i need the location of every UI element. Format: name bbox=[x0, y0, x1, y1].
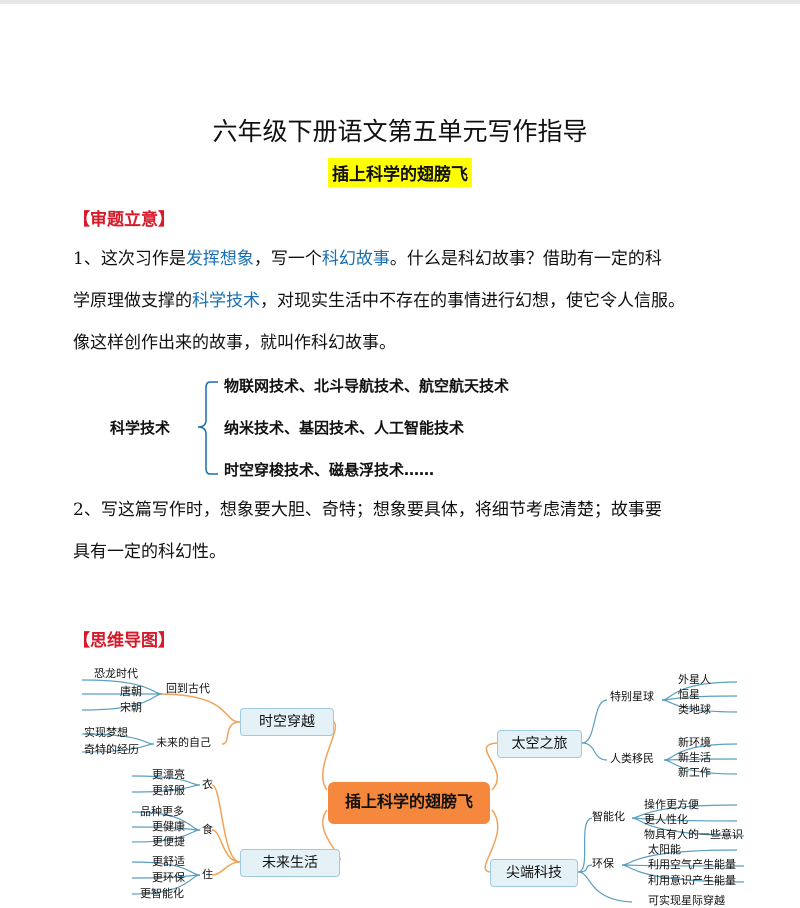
paragraph-1-line-3: 像这样创作出来的故事，就叫作科幻故事。 bbox=[73, 333, 396, 353]
leaf-aliens: 外星人 bbox=[678, 673, 711, 686]
page-title: 六年级下册语文第五单元写作指导 bbox=[212, 117, 588, 146]
paragraph-1-line-2: 学原理做支撑的科学技术，对现实生活中不存在的事情进行幻想，使它令人信服。 bbox=[73, 280, 743, 322]
leaf-mind-energy: 利用意识产生能量 bbox=[648, 874, 736, 887]
sub-intelligent: 智能化 bbox=[592, 810, 625, 823]
tech-label: 科学技术 bbox=[110, 419, 171, 437]
highlight-kehuangushi: 科幻故事 bbox=[321, 249, 390, 269]
branch-advanced-tech: 尖端科技 bbox=[490, 859, 578, 887]
branch-time-travel: 时空穿越 bbox=[240, 708, 334, 736]
sub-eco: 环保 bbox=[592, 857, 614, 870]
text-run: 。什么是科幻故事？借助有一定的科 bbox=[389, 249, 662, 269]
tech-item-1: 物联网技术、北斗导航技术、航空航天技术 bbox=[224, 377, 510, 395]
leaf-greener: 更环保 bbox=[152, 871, 185, 884]
branch-space-trip: 太空之旅 bbox=[497, 730, 582, 758]
page-subtitle: 插上科学的翅膀飞 bbox=[328, 158, 472, 187]
leaf-easier-operation: 操作更方便 bbox=[644, 798, 699, 811]
leaf-more-humane: 更人性化 bbox=[644, 813, 688, 826]
leaf-healthier: 更健康 bbox=[152, 820, 185, 833]
mind-map: 插上科学的翅膀飞 时空穿越 未来生活 太空之旅 尖端科技 回到古代 未来的自己 … bbox=[72, 660, 744, 908]
section-heading-mindmap: 【思维导图】 bbox=[73, 631, 175, 651]
text-run: 1、这次习作是 bbox=[73, 249, 186, 269]
leaf-strange-experience: 奇特的经历 bbox=[84, 743, 139, 756]
sub-food: 食 bbox=[202, 823, 213, 836]
paragraph-2: 2、写这篇写作时，想象要大胆、奇特；想象要具体，将细节考虑清楚；故事要 具有一定… bbox=[73, 489, 743, 573]
leaf-more-variety: 品种更多 bbox=[140, 805, 184, 818]
leaf-dinosaur-era: 恐龙时代 bbox=[94, 667, 138, 680]
leaf-smarter: 更智能化 bbox=[140, 887, 184, 900]
subtitle-wrap: 插上科学的翅膀飞 bbox=[0, 158, 800, 187]
leaf-object-consciousness: 物具有人的一些意识 bbox=[644, 828, 743, 841]
sub-housing: 住 bbox=[202, 868, 213, 881]
leaf-interstellar: 可实现星际穿越 bbox=[648, 894, 725, 907]
leaf-tang: 唐朝 bbox=[120, 685, 142, 698]
sub-clothing: 衣 bbox=[202, 778, 213, 791]
highlight-kexuejishu: 科学技术 bbox=[192, 291, 260, 311]
mind-map-lines bbox=[81, 679, 744, 903]
sub-special-planet: 特别星球 bbox=[610, 690, 654, 703]
leaf-new-work: 新工作 bbox=[678, 766, 711, 779]
leaf-new-life: 新生活 bbox=[678, 751, 711, 764]
tech-item-2: 纳米技术、基因技术、人工智能技术 bbox=[224, 419, 465, 437]
leaf-air-energy: 利用空气产生能量 bbox=[648, 858, 736, 871]
leaf-new-environment: 新环境 bbox=[678, 736, 711, 749]
sub-future-self: 未来的自己 bbox=[156, 736, 211, 749]
leaf-convenient: 更便捷 bbox=[152, 835, 185, 848]
top-border bbox=[0, 0, 800, 4]
paragraph-1-line-1: 1、这次习作是发挥想象，写一个科幻故事。什么是科幻故事？借助有一定的科 bbox=[73, 238, 743, 280]
paragraph-1: 1、这次习作是发挥想象，写一个科幻故事。什么是科幻故事？借助有一定的科 学原理做… bbox=[73, 238, 743, 364]
text-run: ，写一个 bbox=[253, 249, 322, 269]
sub-human-migration: 人类移民 bbox=[610, 752, 654, 765]
mind-map-center: 插上科学的翅膀飞 bbox=[328, 782, 490, 824]
leaf-earthlike: 类地球 bbox=[678, 703, 711, 716]
section-heading-shenti: 【审题立意】 bbox=[73, 210, 175, 230]
leaf-comfier: 更舒服 bbox=[152, 784, 185, 797]
leaf-dream: 实现梦想 bbox=[84, 726, 128, 739]
text-run: 学原理做支撑的 bbox=[73, 291, 192, 311]
highlight-fahuixiangxiang: 发挥想象 bbox=[185, 249, 254, 269]
leaf-song: 宋朝 bbox=[120, 701, 142, 714]
paragraph-2-line-2: 具有一定的科幻性。 bbox=[73, 542, 226, 562]
leaf-solar: 太阳能 bbox=[648, 843, 681, 856]
tech-item-3: 时空穿梭技术、磁悬浮技术…… bbox=[224, 461, 435, 479]
leaf-star: 恒星 bbox=[678, 688, 700, 701]
leaf-prettier: 更漂亮 bbox=[152, 768, 185, 781]
branch-future-life: 未来生活 bbox=[240, 849, 340, 877]
brace-icon bbox=[197, 381, 218, 475]
text-run: ，对现实生活中不存在的事情进行幻想，使它令人信服。 bbox=[260, 291, 685, 311]
leaf-more-comfortable: 更舒适 bbox=[152, 855, 185, 868]
paragraph-2-line-1: 2、写这篇写作时，想象要大胆、奇特；想象要具体，将细节考虑清楚；故事要 bbox=[73, 500, 662, 520]
sub-back-to-ancient: 回到古代 bbox=[166, 682, 210, 695]
